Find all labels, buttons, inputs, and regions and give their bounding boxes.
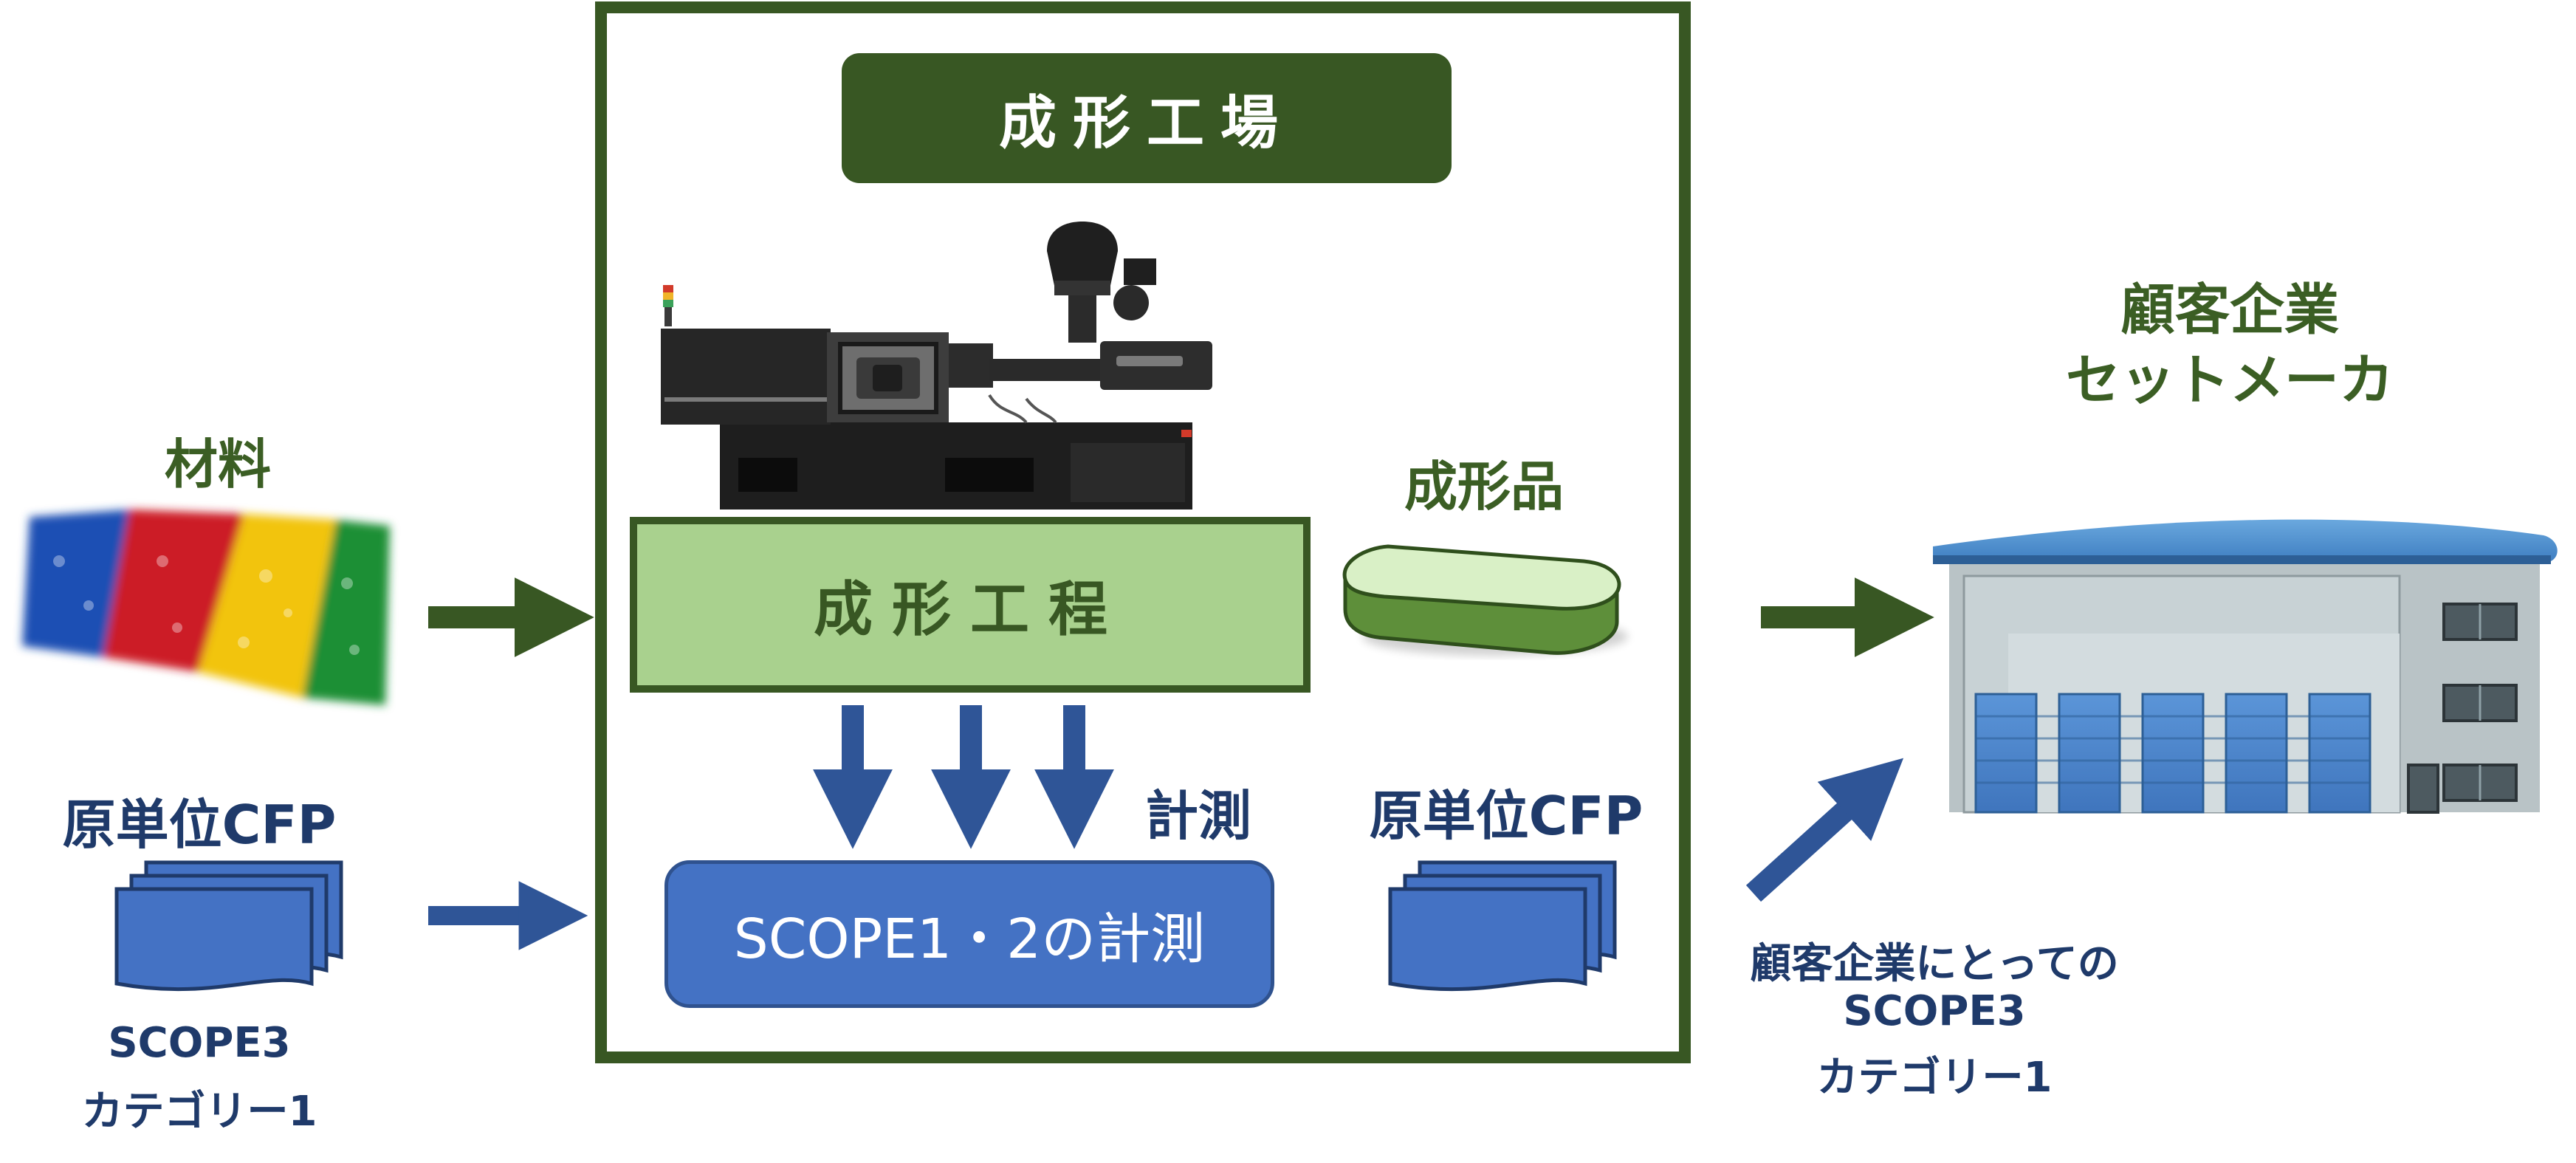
document-stack-icon: [1388, 860, 1617, 992]
plastic-pellets-icon: [22, 510, 390, 705]
material-label: 材料: [164, 433, 271, 495]
factory-frame: [595, 1, 1691, 1063]
customer-note-line1: 顧客企業にとっての: [1750, 940, 2119, 988]
material-cfp-label: 原単位CFP: [62, 794, 337, 856]
molded-product-label: 成形品: [1404, 456, 1564, 518]
injection-molding-machine-icon: [661, 222, 1212, 510]
factory-title: 成形工場: [842, 53, 1452, 183]
scope12-measurement-box: SCOPE1・2の計測: [664, 860, 1274, 1008]
customer-title-line2: セットメーカ: [2066, 349, 2394, 412]
molded-product-icon: [1342, 544, 1628, 656]
measure-label: 計測: [1144, 785, 1251, 847]
document-stack-icon: [114, 860, 343, 992]
material-category1-label: カテゴリー1: [81, 1088, 317, 1136]
customer-note-line2: SCOPE3: [1843, 987, 2026, 1035]
scope3-to-customer-arrow: [1745, 758, 1904, 902]
product-cfp-label: 原単位CFP: [1369, 785, 1644, 847]
customer-factory-building-icon: [1933, 519, 2558, 814]
customer-title-line1: 顧客企業: [2120, 278, 2339, 342]
molding-process-box: 成形工程: [630, 517, 1311, 693]
customer-note-line3: カテゴリー1: [1816, 1054, 2053, 1102]
material-scope3-label: SCOPE3: [108, 1019, 291, 1067]
